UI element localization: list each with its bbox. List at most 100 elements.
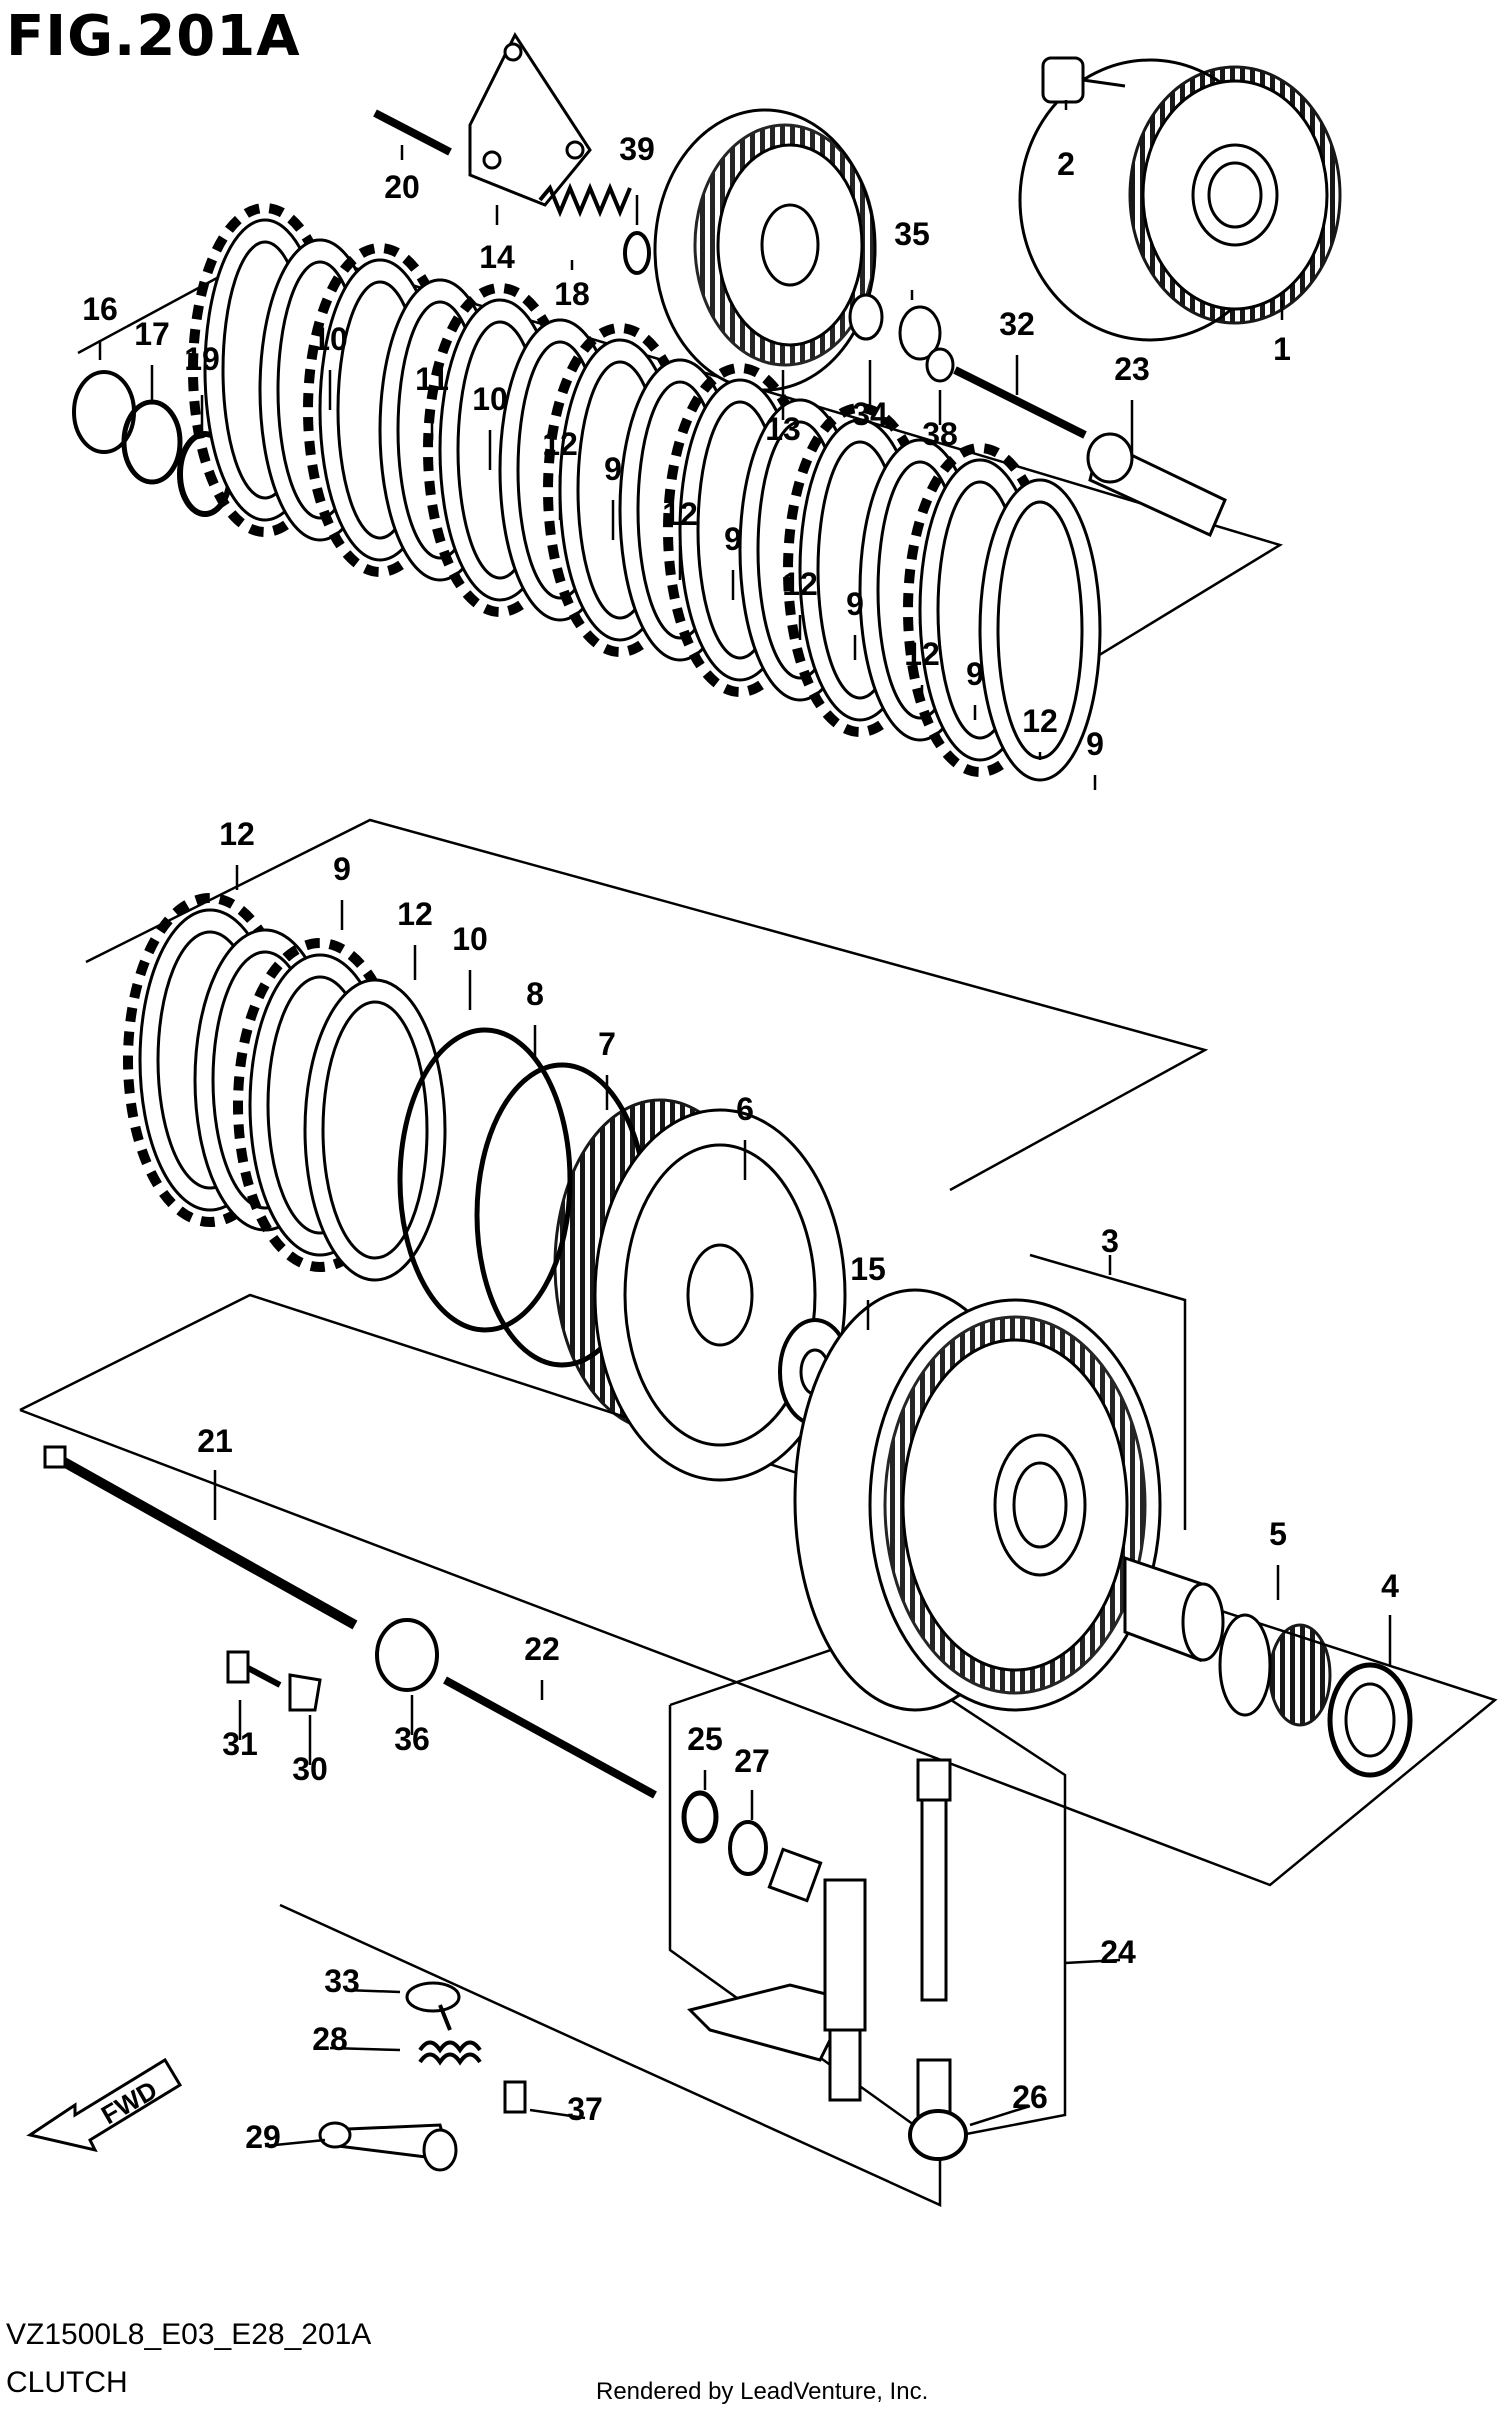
callout-21: 21 xyxy=(197,1423,233,1520)
clutch-cover-drum xyxy=(1018,58,1342,342)
callout-23: 23 xyxy=(1114,351,1150,455)
callout-32: 32 xyxy=(999,306,1035,395)
callout-8: 8 xyxy=(526,976,544,1060)
diagram-code: VZ1500L8_E03_E28_201A xyxy=(6,2318,372,2351)
circlip-39 xyxy=(623,231,651,275)
callout-25: 25 xyxy=(687,1721,723,1790)
lower-plate-box xyxy=(85,818,1209,1192)
clutch-hub xyxy=(553,1098,847,1482)
callout-label: 32 xyxy=(999,306,1035,342)
callout-label: 10 xyxy=(472,381,508,417)
callout-9: 9 xyxy=(604,451,622,540)
callout-label: 30 xyxy=(292,1751,328,1787)
diagram-name: CLUTCH xyxy=(6,2366,128,2399)
callout-label: 6 xyxy=(736,1091,754,1127)
callout-label: 7 xyxy=(598,1026,616,1062)
callout-label: 8 xyxy=(526,976,544,1012)
push-rod-21 xyxy=(52,1452,358,1630)
bolt-31-shank xyxy=(246,1665,282,1688)
callout-label: 18 xyxy=(554,276,590,312)
shaft-box xyxy=(19,1293,1498,1887)
callout-13: 13 xyxy=(765,370,801,447)
callout-9: 9 xyxy=(333,851,351,930)
bolt-20 xyxy=(373,109,452,156)
release-box xyxy=(668,1638,1067,2142)
callout-label: 33 xyxy=(324,1963,360,1999)
oil-seal-26 xyxy=(908,2109,968,2161)
callout-9: 9 xyxy=(966,656,984,720)
callout-label: 12 xyxy=(904,636,940,672)
lever-29 xyxy=(318,2121,458,2172)
rod-21-end xyxy=(43,1445,67,1469)
callout-label: 24 xyxy=(1100,1934,1136,1970)
callout-17: 17 xyxy=(134,316,170,400)
callout-12: 12 xyxy=(542,426,578,520)
callout-27: 27 xyxy=(734,1743,770,1820)
callout-leader xyxy=(529,2108,586,2120)
callout-label: 21 xyxy=(197,1423,233,1459)
callout-5: 5 xyxy=(1269,1516,1287,1600)
fwd-arrow: FWD xyxy=(26,2057,183,2153)
callout-label: 12 xyxy=(219,816,255,852)
callout-label: 23 xyxy=(1114,351,1150,387)
callout-4: 4 xyxy=(1381,1568,1399,1665)
callout-label: 35 xyxy=(894,216,930,252)
clutch-housing xyxy=(793,1288,1162,1712)
callout-18: 18 xyxy=(554,260,590,312)
callout-label: 16 xyxy=(82,291,118,327)
callout-label: 15 xyxy=(850,1251,886,1287)
callout-label: 2 xyxy=(1057,146,1075,182)
callout-7: 7 xyxy=(598,1026,616,1110)
callout-10: 10 xyxy=(312,321,348,410)
callout-9: 9 xyxy=(1086,726,1104,790)
callout-10: 10 xyxy=(452,921,488,1010)
needle-bearing-5 xyxy=(1218,1613,1332,1727)
callout-16: 16 xyxy=(82,291,118,360)
callout-12: 12 xyxy=(1022,703,1058,760)
callout-3: 3 xyxy=(1101,1223,1119,1275)
callout-label: 11 xyxy=(415,361,449,397)
callout-12: 12 xyxy=(219,816,255,890)
callout-label: 25 xyxy=(687,1721,723,1757)
push-piece-23 xyxy=(1086,432,1227,538)
callout-label: 34 xyxy=(852,396,888,432)
callout-12: 12 xyxy=(904,636,940,700)
callout-label: 26 xyxy=(1012,2079,1048,2115)
callout-label: 9 xyxy=(604,451,622,487)
callout-6: 6 xyxy=(736,1091,754,1180)
o-ring-25 xyxy=(681,1790,719,1844)
callout-leader xyxy=(329,2046,401,2052)
housing-bracket xyxy=(1029,1253,1187,1530)
callout-leader xyxy=(969,2104,1031,2127)
washer-34 xyxy=(848,293,884,341)
callout-20: 20 xyxy=(384,145,420,205)
callout-leader xyxy=(344,1988,401,1994)
callout-label: 10 xyxy=(452,921,488,957)
callout-label: 12 xyxy=(397,896,433,932)
spring-28 xyxy=(418,2004,482,2066)
callout-26: 26 xyxy=(969,2079,1048,2127)
washer-17 xyxy=(121,399,183,485)
bearing-27 xyxy=(728,1820,768,1876)
callout-28: 28 xyxy=(312,2021,401,2057)
push-rod-22 xyxy=(443,1676,657,1799)
callout-1: 1 xyxy=(1273,300,1291,367)
callout-label: 9 xyxy=(724,521,742,557)
callout-35: 35 xyxy=(894,216,930,300)
render-credit: Rendered by LeadVenture, Inc. xyxy=(596,2378,929,2405)
callout-31: 31 xyxy=(222,1700,258,1762)
callout-label: 17 xyxy=(134,316,170,352)
callout-label: 12 xyxy=(1022,703,1058,739)
callout-10: 10 xyxy=(472,381,508,470)
callout-19: 19 xyxy=(184,341,220,430)
callout-2: 2 xyxy=(1057,100,1075,182)
callout-24: 24 xyxy=(1064,1934,1136,1970)
oil-seal-36 xyxy=(375,1618,439,1692)
callout-12: 12 xyxy=(782,566,818,640)
sleeve xyxy=(1123,1555,1225,1663)
callout-22: 22 xyxy=(524,1631,560,1700)
release-lower-bracket xyxy=(279,1903,942,2207)
callout-leader xyxy=(1064,1958,1121,1965)
bearing-35 xyxy=(898,305,942,361)
callout-9: 9 xyxy=(724,521,742,600)
